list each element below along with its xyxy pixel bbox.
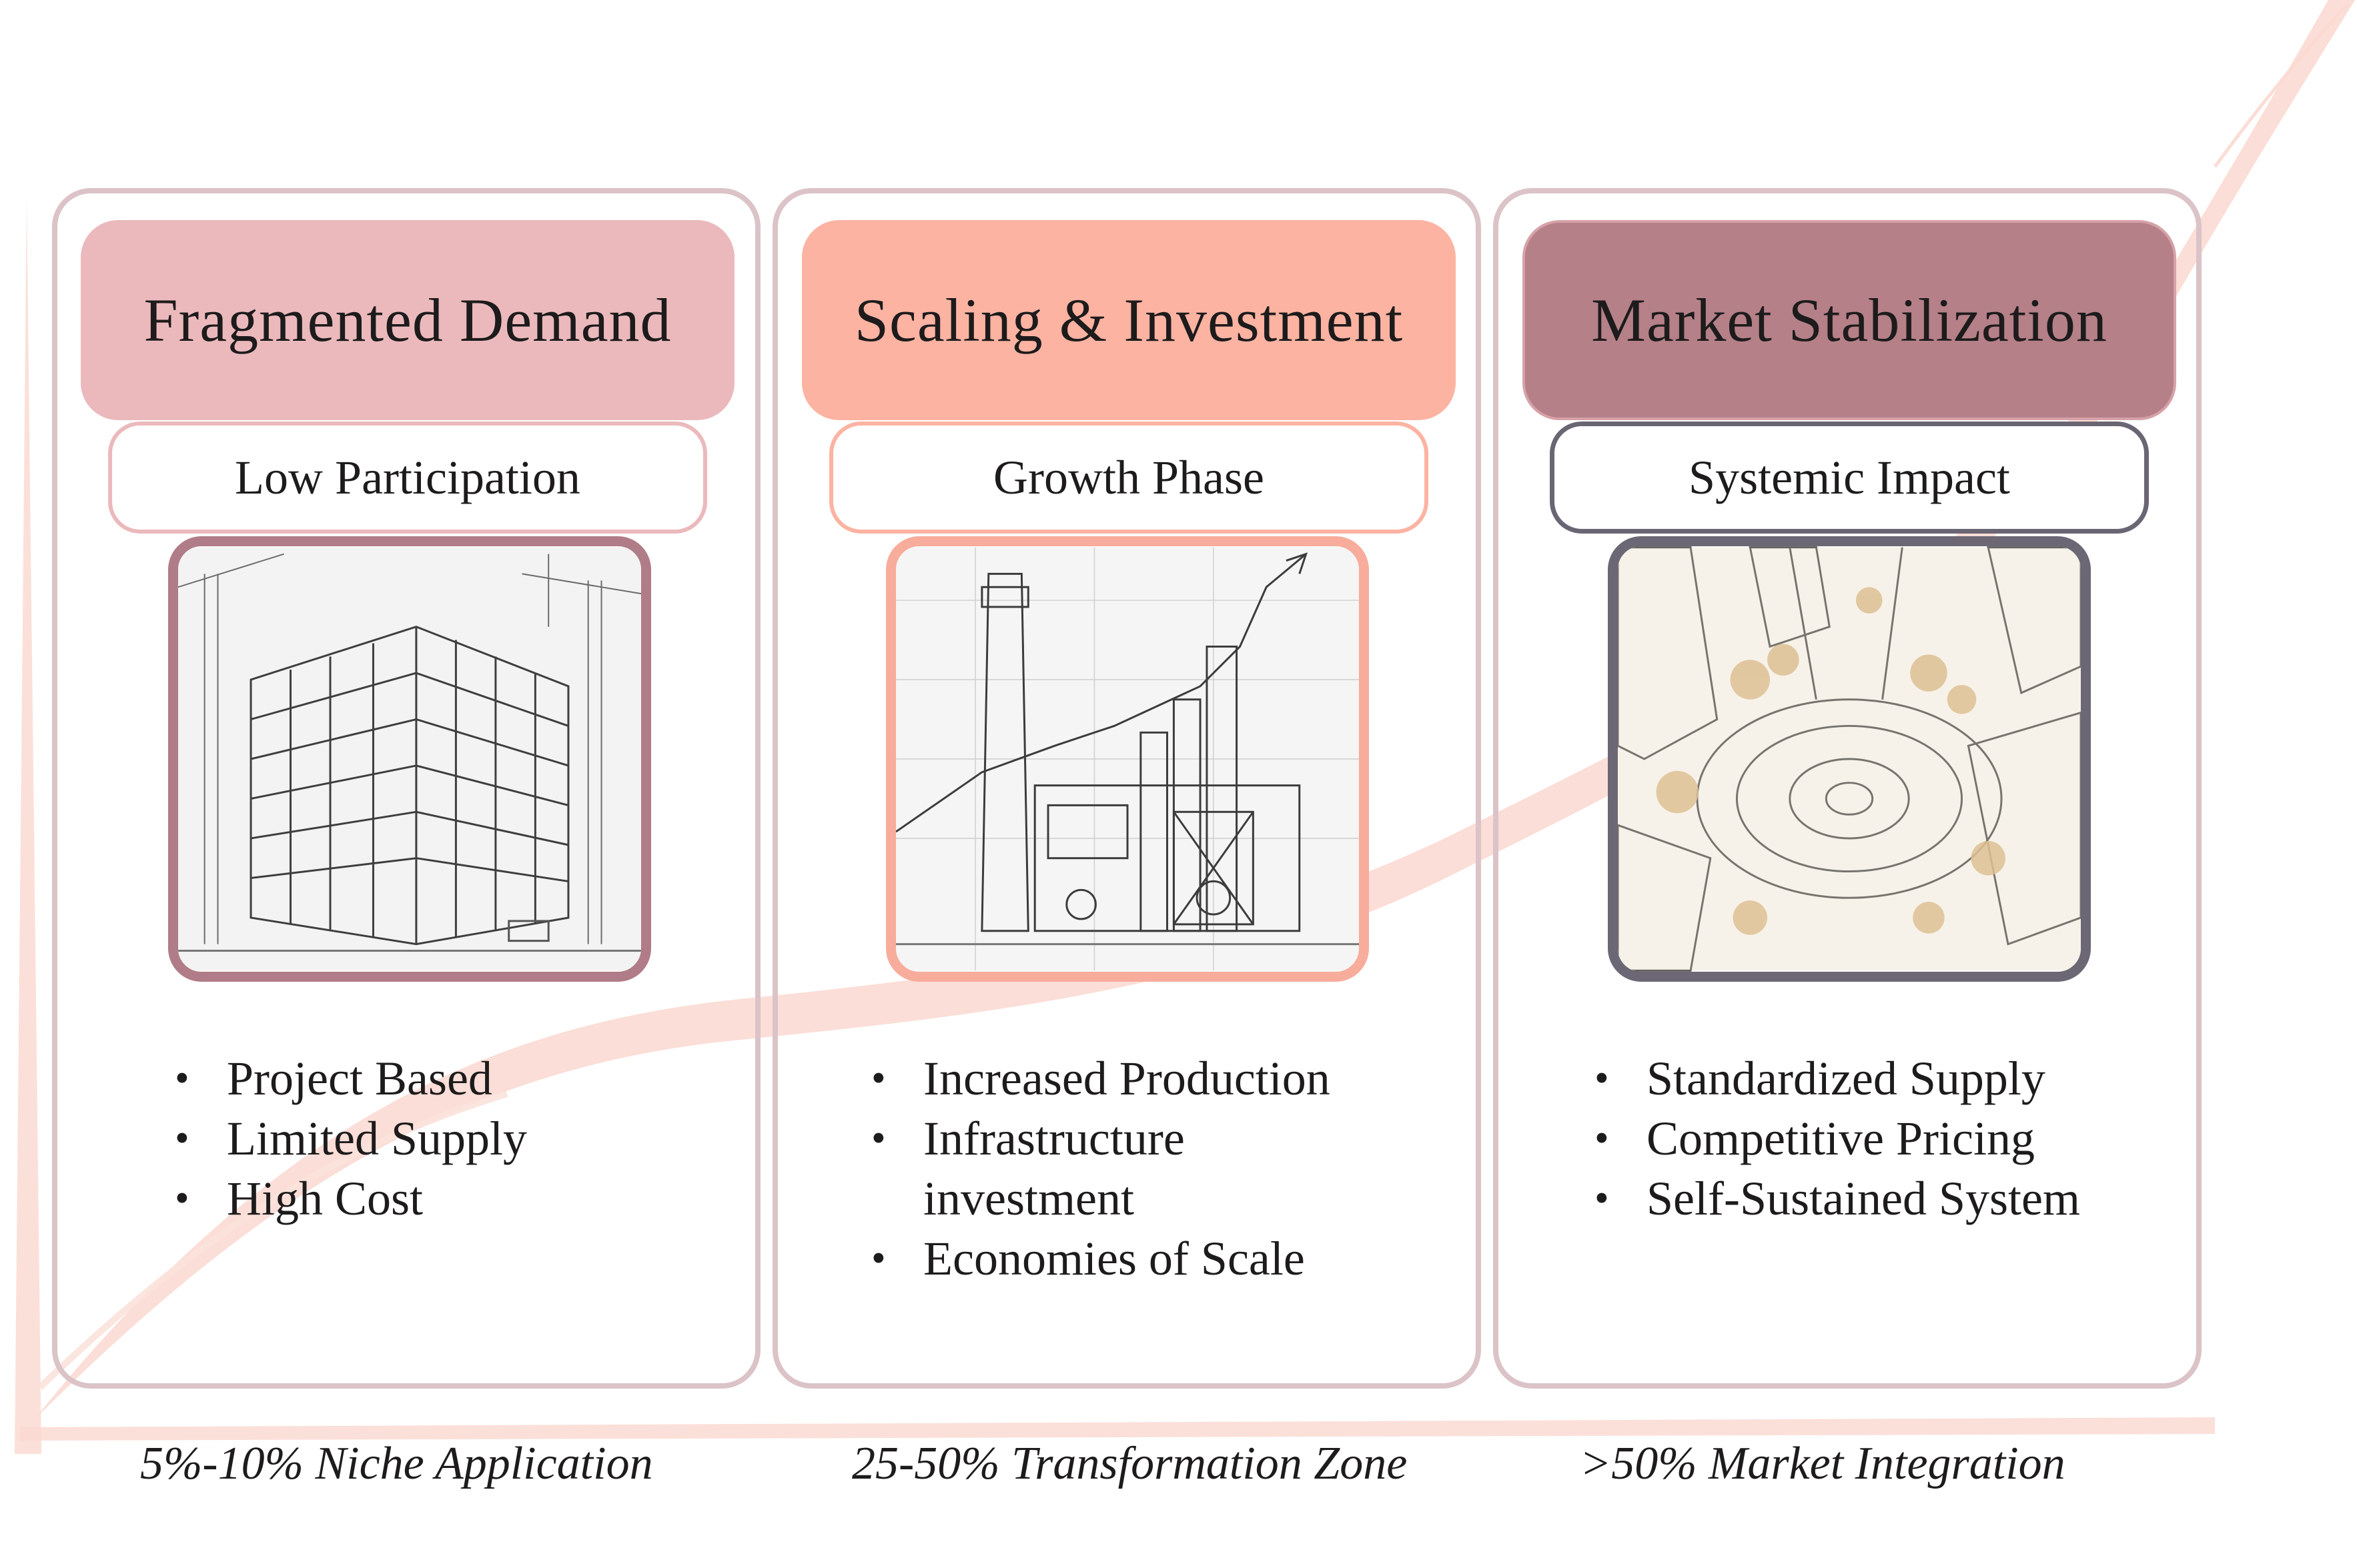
list-item: Self-Sustained System (1594, 1168, 2080, 1229)
city-plaza-icon (1618, 546, 2081, 972)
list-item: Competitive Pricing (1594, 1108, 2080, 1168)
stage-footer-label: 5%-10% Niche Application (140, 1437, 653, 1491)
city-sketch-image (1608, 536, 2091, 982)
building-under-construction-icon (178, 546, 641, 972)
list-item: Limited Supply (175, 1108, 527, 1168)
list-item: Economies of Scale (871, 1229, 1378, 1289)
stage-bullet-list: Increased Production Infrastructure inve… (871, 1048, 1378, 1289)
stage-title: Market Stabilization (1522, 220, 2176, 420)
list-item: Standardized Supply (1594, 1048, 2080, 1108)
stage-bullet-list: Standardized Supply Competitive Pricing … (1594, 1048, 2080, 1229)
stage-footer-label: >50% Market Integration (1580, 1437, 2065, 1491)
list-item: Increased Production (871, 1048, 1378, 1108)
list-item: Project Based (175, 1048, 527, 1108)
stage-title: Scaling & Investment (802, 220, 1456, 420)
stage-subtitle: Low Participation (108, 422, 707, 534)
list-item: High Cost (175, 1168, 527, 1229)
stage-footer-label: 25-50% Transformation Zone (852, 1437, 1407, 1491)
stage-title: Fragmented Demand (81, 220, 735, 420)
stage-subtitle: Growth Phase (829, 422, 1428, 534)
building-sketch-image (168, 536, 651, 982)
factory-sketch-image (886, 536, 1369, 982)
factory-growth-chart-icon (896, 546, 1359, 972)
stage-subtitle: Systemic Impact (1550, 422, 2149, 534)
list-item: Infrastructure investment (871, 1108, 1257, 1229)
stage-bullet-list: Project Based Limited Supply High Cost (175, 1048, 527, 1229)
